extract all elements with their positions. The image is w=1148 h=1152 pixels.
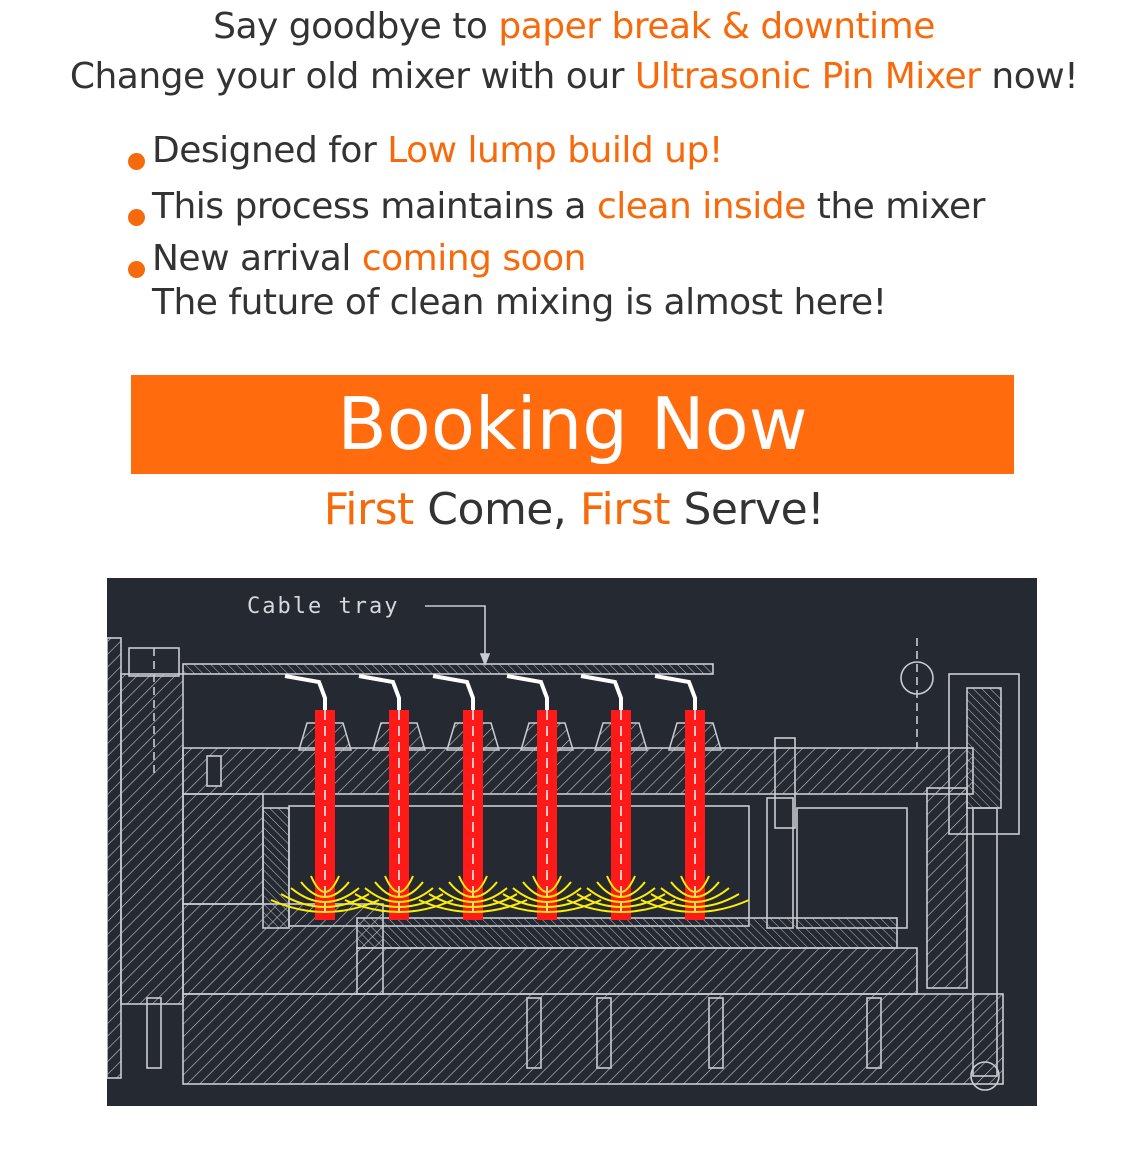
headline-line-1: Say goodbye to paper break & downtime (0, 6, 1148, 47)
headline-1-highlight: paper break & downtime (498, 6, 935, 47)
frame-block (120, 673, 184, 1005)
ultrasonic-wave (576, 893, 666, 908)
ultrasonic-wave (502, 893, 592, 908)
ultrasonic-wave (586, 887, 656, 903)
slogan-word: First (579, 484, 671, 535)
slogan-word: Serve! (669, 484, 825, 535)
feature-text: New arrival (152, 238, 362, 279)
bullet-dot-icon (128, 153, 145, 170)
cable-tray-label: Cable tray (247, 594, 399, 619)
feature-text: Designed for (152, 130, 388, 171)
slogan-word: First (323, 484, 415, 535)
ultrasonic-wave (448, 881, 498, 898)
slogan-word: Come, (413, 484, 580, 535)
ultrasonic-wave (344, 899, 454, 913)
feature-highlight: coming soon (361, 238, 587, 279)
ultrasonic-wave (606, 875, 636, 893)
bullet-dot-icon (128, 261, 145, 278)
slogan: First Come, First Serve! (0, 484, 1148, 535)
ultrasonic-wave (640, 899, 750, 913)
ultrasonic-wave (428, 893, 518, 908)
cable-tray (182, 663, 714, 675)
headline-2-highlight: Ultrasonic Pin Mixer (634, 56, 981, 97)
ultrasonic-wave (512, 887, 582, 903)
cable-line (432, 674, 475, 710)
ultrasonic-wave (650, 893, 740, 908)
cable-line (284, 674, 327, 710)
ultrasonic-wave (522, 881, 572, 898)
bullet-dot-icon (128, 209, 145, 226)
ultrasonic-wave (354, 893, 444, 908)
ultrasonic-wave (364, 887, 434, 903)
ultrasonic-wave (418, 899, 528, 913)
headline-2-tail: now! (980, 56, 1079, 97)
cable-line (654, 674, 697, 710)
feature-highlight: Low lump build up! (387, 130, 723, 171)
cable-line (358, 674, 401, 710)
ultrasonic-wave (310, 875, 340, 893)
mixer-cad-drawing: Cable tray (107, 578, 1037, 1106)
cable-line (580, 674, 623, 710)
ultrasonic-wave (566, 899, 676, 913)
headline-1-text: Say goodbye to (213, 6, 499, 47)
booking-now-button[interactable]: Booking Now (131, 375, 1014, 474)
ultrasonic-wave (374, 881, 424, 898)
ultrasonic-wave (660, 887, 730, 903)
cad-svg: Cable tray (107, 594, 1020, 1091)
ultrasonic-wave (270, 899, 380, 913)
feature-text: This process maintains a (152, 186, 597, 227)
ultrasonic-wave (300, 881, 350, 898)
ultrasonic-wave (670, 881, 720, 898)
ultrasonic-wave (384, 875, 414, 893)
headline-line-2: Change your old mixer with our Ultrasoni… (0, 56, 1148, 97)
ultrasonic-pins (270, 674, 750, 920)
headline-2-text: Change your old mixer with our (69, 56, 635, 97)
ultrasonic-wave (492, 899, 602, 913)
ultrasonic-wave (458, 875, 488, 893)
ultrasonic-wave (532, 875, 562, 893)
cable-line (506, 674, 549, 710)
feature-highlight: clean inside (596, 186, 806, 227)
ultrasonic-wave (596, 881, 646, 898)
ultrasonic-wave (280, 893, 370, 908)
ultrasonic-wave (438, 887, 508, 903)
ultrasonic-wave (290, 887, 360, 903)
feature-subtext: The future of clean mixing is almost her… (152, 282, 887, 323)
ultrasonic-wave (680, 875, 710, 893)
feature-tail: the mixer (805, 186, 986, 227)
